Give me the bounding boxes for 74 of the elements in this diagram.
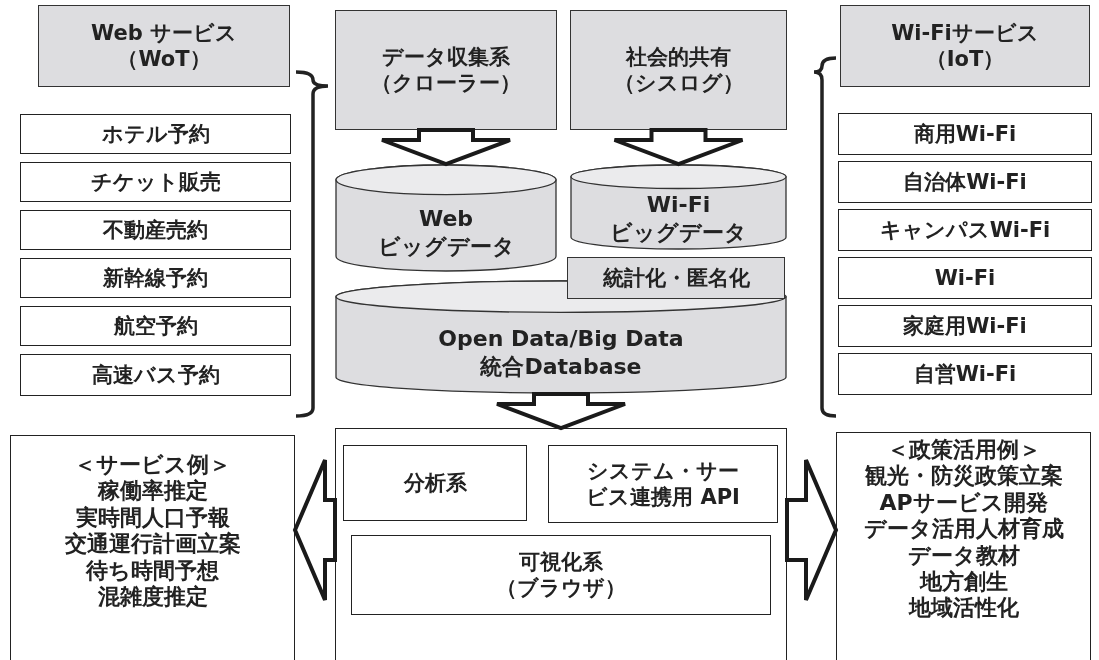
label-text: （WoT） (117, 46, 211, 73)
heading-text: ＜政策活用例＞ (886, 437, 1041, 463)
label-text: 家庭用Wi-Fi (903, 312, 1027, 340)
list-item-text: データ活用人材育成 (863, 516, 1064, 543)
service-box (20, 114, 291, 154)
system-box (335, 428, 787, 660)
block-arrow (785, 458, 839, 602)
module-box (343, 445, 527, 521)
service-box (838, 113, 1092, 155)
block-arrow (612, 128, 745, 167)
example-box (836, 432, 1091, 660)
heading-text: 社会的共有 (626, 43, 731, 70)
service-box (20, 162, 291, 202)
service-box (20, 306, 291, 346)
service-box (20, 258, 291, 298)
label-text: 不動産売約 (103, 216, 208, 244)
heading-text: 可視化系 (519, 548, 603, 575)
label-text: 自治体Wi-Fi (903, 168, 1027, 196)
source-box (335, 10, 557, 130)
service-box (838, 161, 1092, 203)
database-cylinder (335, 164, 557, 272)
label-text: キャンパスWi-Fi (879, 216, 1051, 244)
service-box (838, 353, 1092, 395)
label-text: 統合Database (480, 352, 642, 381)
service-box (838, 209, 1092, 251)
heading-text: Open Data/Big Data (438, 325, 684, 353)
label-text: 商用Wi-Fi (913, 120, 1017, 148)
label-text: （IoT） (925, 46, 1005, 73)
list-item-text: 交通運行計画立案 (64, 531, 241, 558)
block-arrow (495, 392, 627, 431)
list-item-text: 観光・防災政策立案 (864, 463, 1063, 490)
list-item-text: 稼働率推定 (97, 478, 208, 505)
label-text: ビッグデータ (610, 218, 747, 247)
service-group-box (38, 5, 290, 87)
label-text: （ブラウザ） (496, 575, 626, 602)
heading-text: ＜サービス例＞ (74, 452, 231, 479)
list-item-text: 実時間人口予報 (75, 504, 230, 531)
service-box (20, 210, 291, 250)
service-group-box (840, 5, 1090, 87)
list-item-text: 混雑度推定 (97, 583, 208, 611)
database-cylinder (570, 164, 787, 250)
list-item-text: データ教材 (907, 542, 1020, 569)
label-text: 分析系 (403, 469, 467, 497)
source-box (570, 10, 787, 130)
label-text: 高速バス予約 (91, 361, 220, 389)
list-item-text: 地方創生 (919, 568, 1008, 596)
list-item-text: 地域活性化 (908, 595, 1019, 622)
label-text: 新幹線予約 (103, 264, 208, 292)
module-box (351, 535, 771, 615)
heading-text: Wi-Fiサービス (891, 19, 1039, 46)
list-item-text: APサービス開発 (879, 489, 1048, 516)
label-text: チケット販売 (90, 168, 221, 196)
label-text: ホテル予約 (101, 120, 210, 148)
process-box (567, 257, 785, 299)
heading-text: Wi-Fi (646, 191, 711, 219)
heading-text: Web (418, 205, 474, 233)
example-box (10, 435, 295, 660)
block-arrow (380, 128, 512, 167)
label-text: （シスログ） (613, 70, 744, 97)
heading-text: Web サービス (91, 19, 237, 46)
label-text: 統計化・匿名化 (602, 264, 750, 292)
label-text: 自営Wi-Fi (913, 360, 1017, 388)
label-text: （クローラー） (371, 70, 521, 97)
block-arrow (292, 458, 337, 602)
label-text: 航空予約 (113, 312, 198, 340)
heading-text: データ収集系 (382, 43, 510, 70)
service-box (838, 257, 1092, 299)
list-item-text: 待ち時間予想 (86, 557, 219, 584)
label-text: ビッグデータ (377, 232, 515, 261)
label-text: システム・サービス連携用 API (585, 457, 741, 511)
service-box (838, 305, 1092, 347)
label-text: Wi-Fi (934, 264, 996, 292)
module-box (548, 445, 778, 523)
service-box (20, 354, 291, 396)
